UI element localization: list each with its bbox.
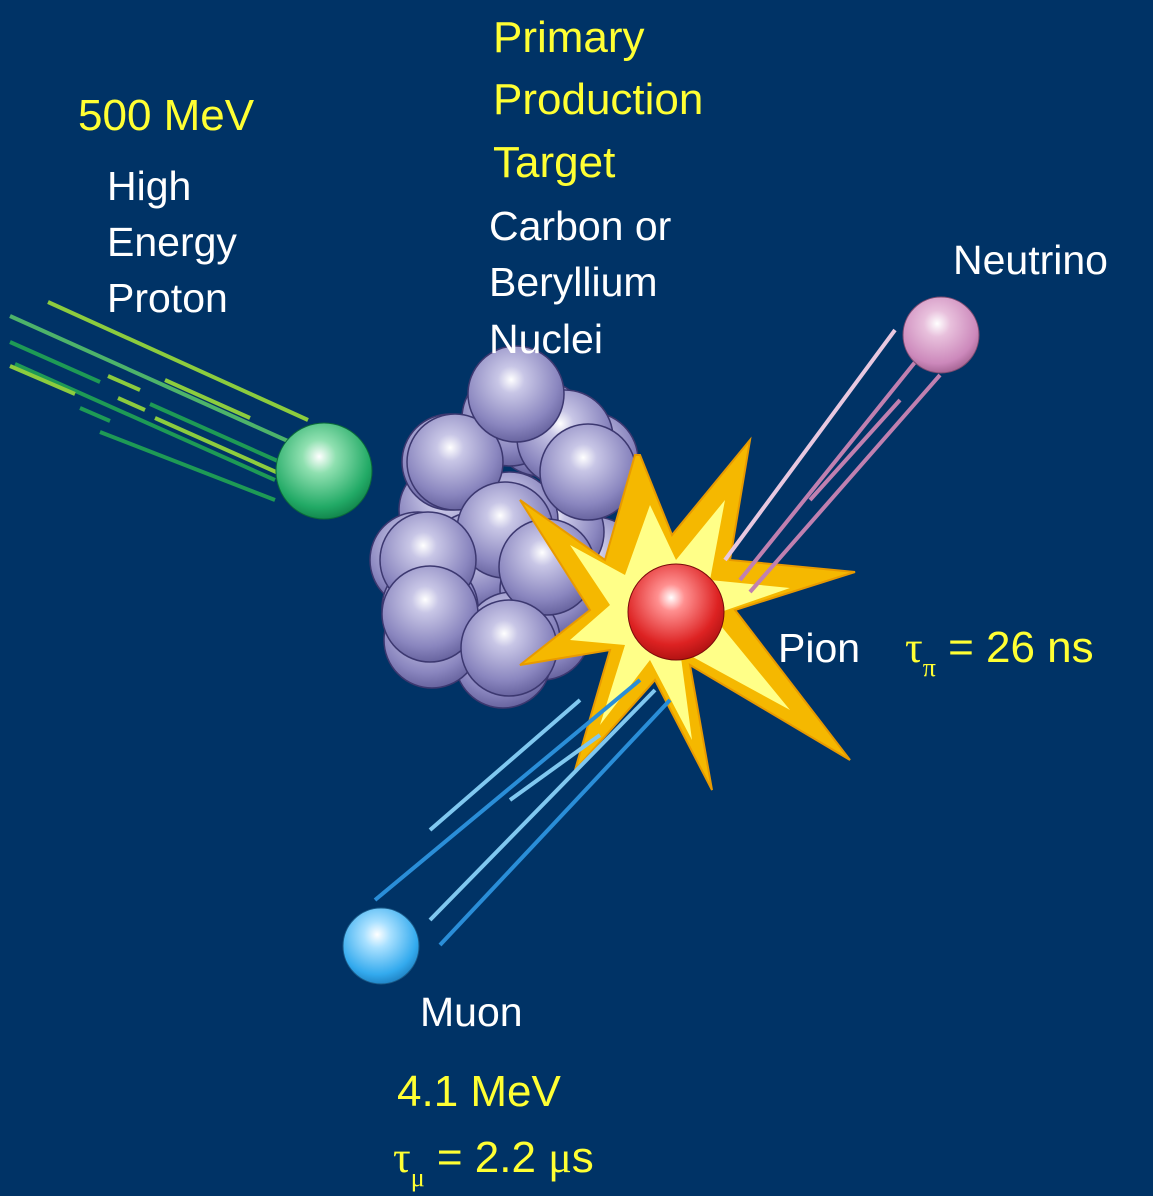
- muon-sphere: [342, 907, 420, 985]
- muon-label: Muon: [420, 989, 523, 1035]
- pion-sphere: [627, 563, 725, 661]
- muon-lifetime: τμ = 2.2 μs: [393, 1133, 594, 1191]
- muon-mu-symbol: μ: [548, 1133, 572, 1182]
- proton-label-line-1: High: [107, 163, 192, 209]
- muon-energy-label: 4.1 MeV: [397, 1067, 561, 1116]
- neutrino-label: Neutrino: [953, 237, 1108, 283]
- target-nucleus: [369, 345, 644, 709]
- target-title-line-1: Primary: [493, 13, 645, 62]
- proton-label-line-3: Proton: [107, 275, 228, 321]
- pion-lifetime: τπ = 26 ns: [905, 623, 1094, 681]
- target-material-line-2: Beryllium: [489, 259, 658, 305]
- muon-tau-subscript: μ: [410, 1163, 425, 1192]
- neutrino-sphere: [902, 296, 980, 374]
- proton-energy-label: 500 MeV: [78, 91, 255, 140]
- proton-trail: [9, 300, 309, 502]
- muon-lifetime-value: = 2.2: [436, 1133, 536, 1182]
- target-title-line-2: Production: [493, 75, 704, 124]
- pion-lifetime-value: = 26 ns: [948, 623, 1094, 672]
- target-material-line-3: Nuclei: [489, 316, 603, 362]
- proton-label-line-2: Energy: [107, 219, 237, 265]
- muon-tau-symbol: τ: [393, 1133, 411, 1182]
- target-title-line-3: Target: [493, 138, 616, 187]
- proton-sphere: [275, 422, 373, 520]
- muon-trail: [373, 678, 672, 947]
- pion-label: Pion: [778, 625, 861, 671]
- pion-tau-subscript: π: [922, 653, 936, 682]
- pion-tau-symbol: τ: [905, 623, 923, 672]
- neutrino-trail: [723, 328, 942, 594]
- muon-lifetime-unit: s: [571, 1133, 594, 1182]
- target-material-line-1: Carbon or: [489, 203, 672, 249]
